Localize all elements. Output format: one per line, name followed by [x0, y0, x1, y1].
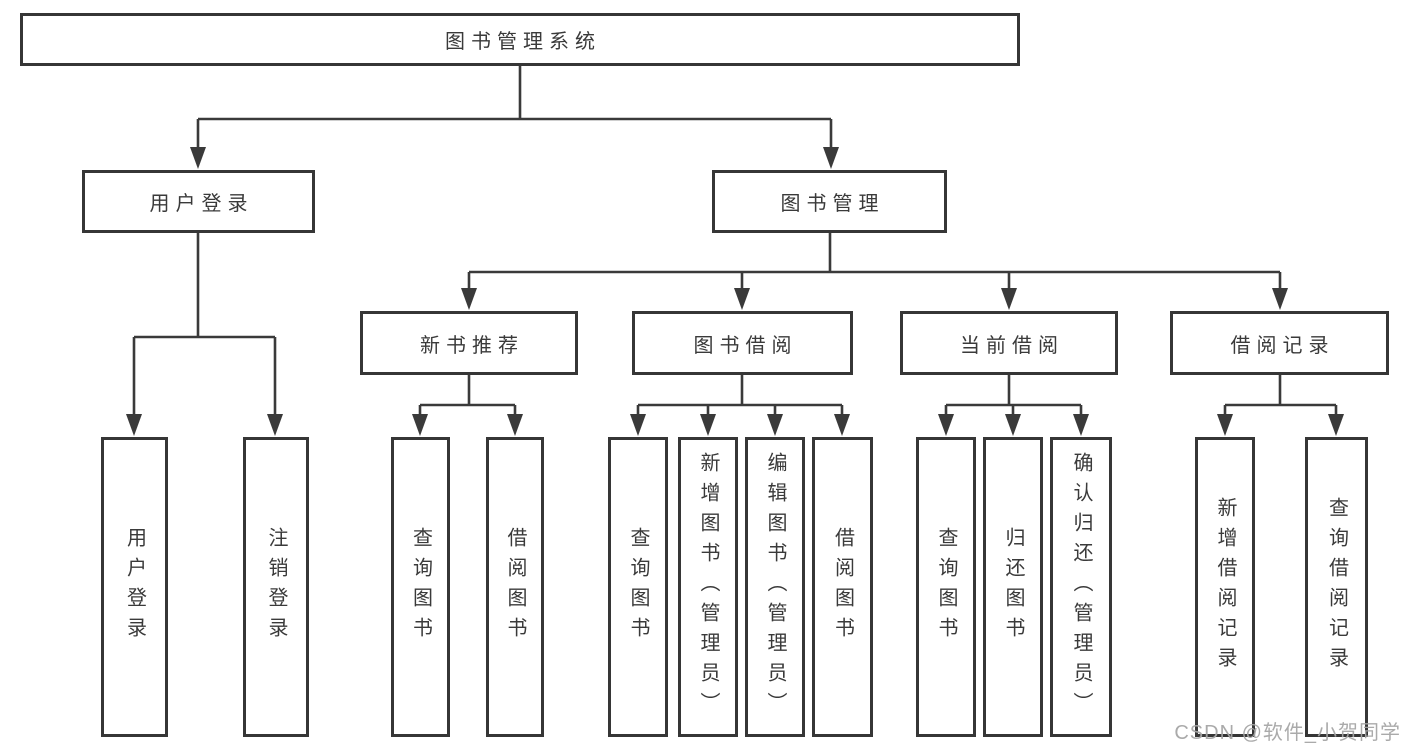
csdn-watermark: CSDN @软件_小贺同学: [1174, 722, 1401, 744]
leaf-borrow-books-1: 借阅图书: [486, 437, 544, 737]
leaf-user-login: 用户登录: [101, 437, 168, 737]
leaf-return-books: 归还图书: [983, 437, 1043, 737]
leaf-query-books-3: 查询图书: [916, 437, 976, 737]
leaf-edit-books-admin: 编辑图书（管理员）: [745, 437, 805, 737]
node-book-borrow: 图书借阅: [632, 311, 853, 375]
node-current-borrow: 当前借阅: [900, 311, 1118, 375]
arrowheads: [126, 147, 1344, 436]
leaf-query-books-1: 查询图书: [391, 437, 450, 737]
node-borrow-records: 借阅记录: [1170, 311, 1389, 375]
leaf-query-borrow-record: 查询借阅记录: [1305, 437, 1368, 737]
leaf-query-books-2: 查询图书: [608, 437, 668, 737]
node-new-book-recommend: 新书推荐: [360, 311, 578, 375]
node-root-system: 图书管理系统: [20, 13, 1020, 66]
leaf-confirm-return-admin: 确认归还（管理员）: [1050, 437, 1112, 737]
node-book-management: 图书管理: [712, 170, 947, 233]
node-user-login: 用户登录: [82, 170, 315, 233]
leaf-add-borrow-record: 新增借阅记录: [1195, 437, 1255, 737]
leaf-logout: 注销登录: [243, 437, 309, 737]
leaf-add-books-admin: 新增图书（管理员）: [678, 437, 738, 737]
leaf-borrow-books-2: 借阅图书: [812, 437, 873, 737]
